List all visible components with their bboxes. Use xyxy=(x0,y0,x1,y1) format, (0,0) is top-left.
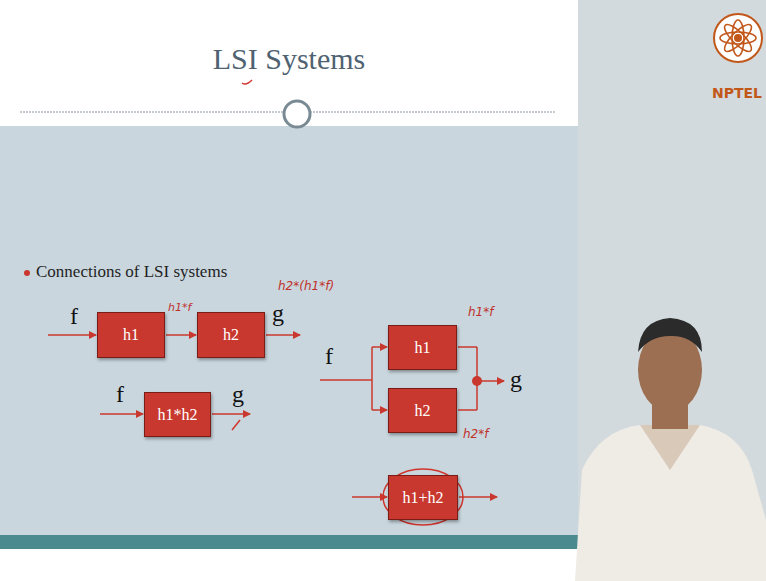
system-box: h2 xyxy=(388,388,457,433)
system-box: h1 xyxy=(388,325,457,370)
handwritten-note: h2*(h1*f) xyxy=(278,280,334,293)
slide-title: LSI Systems xyxy=(0,42,578,76)
system-box: h1 xyxy=(97,312,165,358)
system-box: h1+h2 xyxy=(388,475,458,520)
system-name: h1*h2 xyxy=(158,406,198,424)
system-name: h1 xyxy=(123,326,139,344)
signal-name: f xyxy=(325,343,333,369)
signal-name: g xyxy=(232,381,244,407)
handwritten-note: h1*f xyxy=(168,302,191,314)
signal-name: f xyxy=(70,303,78,329)
system-name: h1+h2 xyxy=(402,489,443,507)
signal-name: g xyxy=(272,300,284,326)
bullet-text: Connections of LSI systems xyxy=(36,263,227,282)
handwritten-note: h1*f xyxy=(468,306,493,319)
system-box: h1*h2 xyxy=(144,392,211,437)
connector-arrow xyxy=(166,334,196,336)
signal-name: g xyxy=(510,366,522,392)
footer-band xyxy=(0,535,578,549)
system-name: h1 xyxy=(415,339,431,357)
signal-name: f xyxy=(116,381,124,407)
system-box: h2 xyxy=(197,312,265,358)
system-name: h2 xyxy=(415,402,431,420)
system-name: h2 xyxy=(223,326,239,344)
slide-body xyxy=(0,126,578,535)
handwritten-note: h2*f xyxy=(463,428,488,441)
logo-text: NPTEL xyxy=(712,86,762,101)
